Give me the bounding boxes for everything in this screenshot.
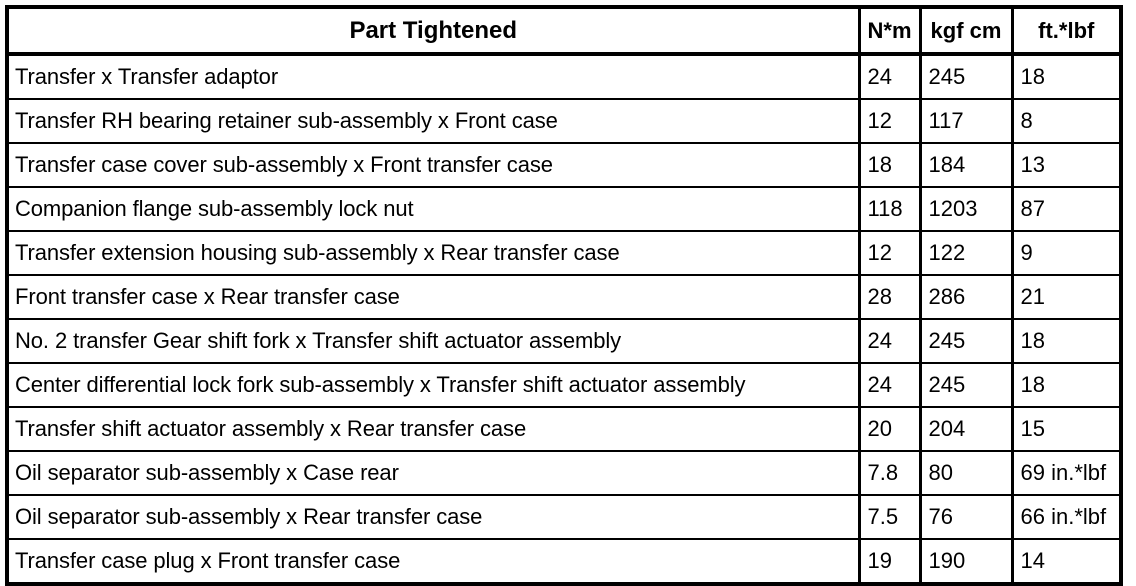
cell-part-tightened: Transfer extension housing sub-assembly … <box>7 230 861 275</box>
cell-ft-lbf: 66 in.*lbf <box>1012 494 1121 539</box>
cell-ft-lbf: 8 <box>1012 98 1121 143</box>
cell-kgf-cm: 76 <box>920 494 1014 539</box>
cell-part-tightened: Transfer case cover sub-assembly x Front… <box>7 142 861 187</box>
cell-newton-meter: 24 <box>859 54 922 99</box>
table-row: Transfer shift actuator assembly x Rear … <box>7 406 1121 451</box>
cell-kgf-cm: 122 <box>920 230 1014 275</box>
cell-newton-meter: 7.8 <box>859 450 922 495</box>
cell-kgf-cm: 117 <box>920 98 1014 143</box>
column-header-newton-meter: N*m <box>859 7 922 56</box>
cell-newton-meter: 12 <box>859 230 922 275</box>
cell-kgf-cm: 245 <box>920 318 1014 363</box>
cell-kgf-cm: 80 <box>920 450 1014 495</box>
cell-kgf-cm: 184 <box>920 142 1014 187</box>
table-row: Transfer RH bearing retainer sub-assembl… <box>7 98 1121 143</box>
cell-newton-meter: 7.5 <box>859 494 922 539</box>
table-row: Transfer case plug x Front transfer case… <box>7 538 1121 584</box>
cell-kgf-cm: 286 <box>920 274 1014 319</box>
cell-ft-lbf: 15 <box>1012 406 1121 451</box>
torque-specification-table-container: Part Tightened N*m kgf cm ft.*lbf Transf… <box>5 5 1123 586</box>
cell-part-tightened: Companion flange sub-assembly lock nut <box>7 186 861 231</box>
cell-part-tightened: Oil separator sub-assembly x Rear transf… <box>7 494 861 539</box>
cell-kgf-cm: 245 <box>920 54 1014 99</box>
table-row: Transfer extension housing sub-assembly … <box>7 230 1121 275</box>
cell-ft-lbf: 9 <box>1012 230 1121 275</box>
cell-newton-meter: 12 <box>859 98 922 143</box>
table-header-row: Part Tightened N*m kgf cm ft.*lbf <box>7 7 1121 56</box>
cell-newton-meter: 118 <box>859 186 922 231</box>
cell-part-tightened: Transfer RH bearing retainer sub-assembl… <box>7 98 861 143</box>
cell-newton-meter: 24 <box>859 362 922 407</box>
cell-newton-meter: 18 <box>859 142 922 187</box>
cell-ft-lbf: 69 in.*lbf <box>1012 450 1121 495</box>
column-header-part-tightened: Part Tightened <box>7 7 861 56</box>
column-header-ft-lbf: ft.*lbf <box>1012 7 1121 56</box>
cell-ft-lbf: 13 <box>1012 142 1121 187</box>
cell-ft-lbf: 87 <box>1012 186 1121 231</box>
cell-part-tightened: Transfer shift actuator assembly x Rear … <box>7 406 861 451</box>
cell-kgf-cm: 190 <box>920 538 1014 584</box>
cell-part-tightened: Center differential lock fork sub-assemb… <box>7 362 861 407</box>
cell-part-tightened: Transfer x Transfer adaptor <box>7 54 861 99</box>
table-row: Transfer case cover sub-assembly x Front… <box>7 142 1121 187</box>
cell-newton-meter: 24 <box>859 318 922 363</box>
cell-ft-lbf: 18 <box>1012 54 1121 99</box>
table-header: Part Tightened N*m kgf cm ft.*lbf <box>7 7 1121 56</box>
column-header-kgf-cm: kgf cm <box>920 7 1014 56</box>
cell-kgf-cm: 1203 <box>920 186 1014 231</box>
table-row: No. 2 transfer Gear shift fork x Transfe… <box>7 318 1121 363</box>
table-row: Front transfer case x Rear transfer case… <box>7 274 1121 319</box>
cell-newton-meter: 20 <box>859 406 922 451</box>
torque-specification-table: Part Tightened N*m kgf cm ft.*lbf Transf… <box>5 5 1123 586</box>
cell-part-tightened: No. 2 transfer Gear shift fork x Transfe… <box>7 318 861 363</box>
table-row: Center differential lock fork sub-assemb… <box>7 362 1121 407</box>
cell-part-tightened: Front transfer case x Rear transfer case <box>7 274 861 319</box>
cell-ft-lbf: 14 <box>1012 538 1121 584</box>
cell-ft-lbf: 21 <box>1012 274 1121 319</box>
cell-part-tightened: Oil separator sub-assembly x Case rear <box>7 450 861 495</box>
cell-kgf-cm: 245 <box>920 362 1014 407</box>
cell-kgf-cm: 204 <box>920 406 1014 451</box>
table-row: Oil separator sub-assembly x Rear transf… <box>7 494 1121 539</box>
cell-part-tightened: Transfer case plug x Front transfer case <box>7 538 861 584</box>
cell-ft-lbf: 18 <box>1012 362 1121 407</box>
cell-newton-meter: 28 <box>859 274 922 319</box>
cell-ft-lbf: 18 <box>1012 318 1121 363</box>
cell-newton-meter: 19 <box>859 538 922 584</box>
